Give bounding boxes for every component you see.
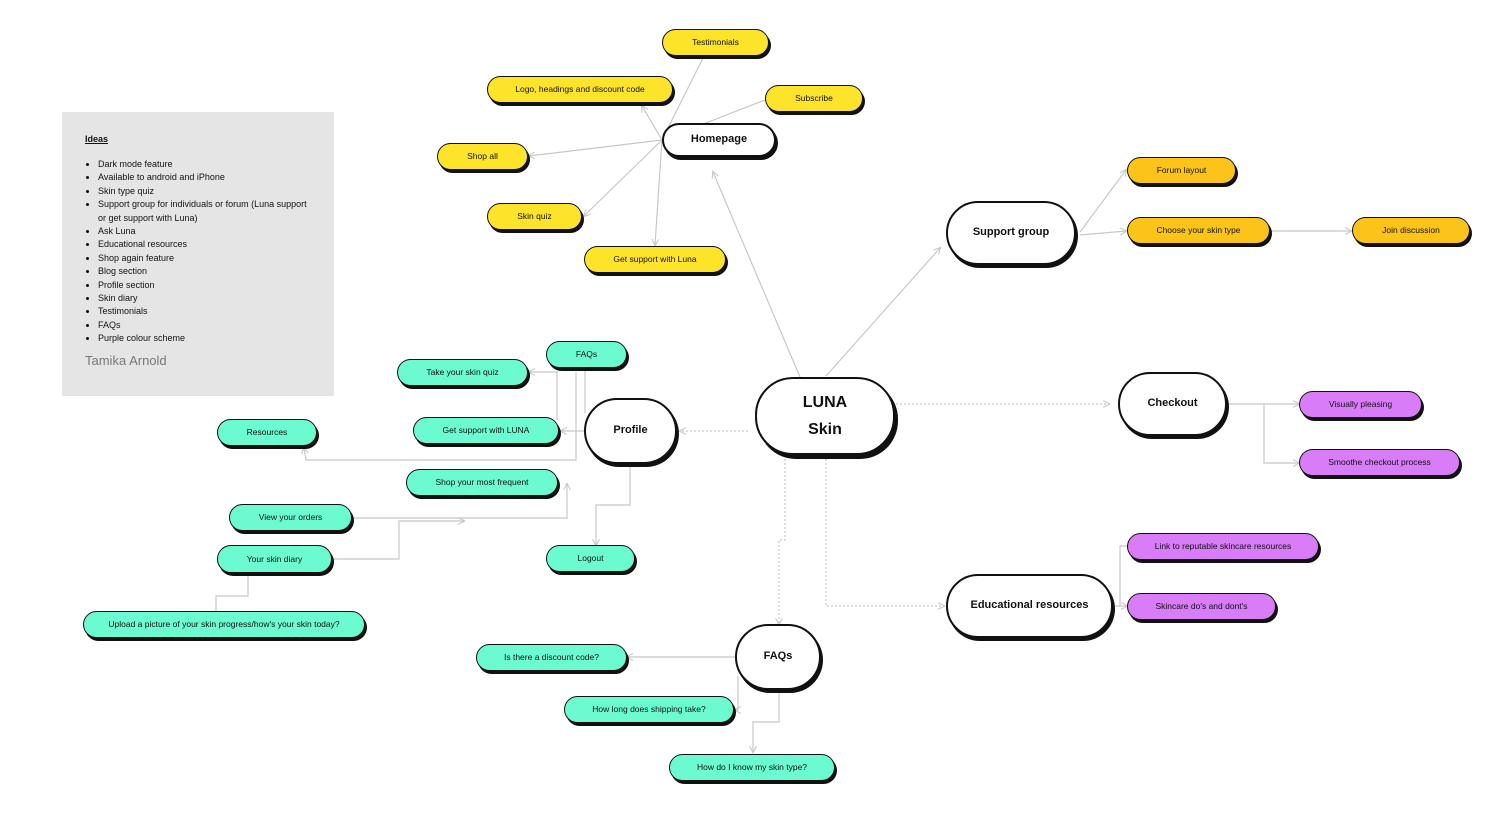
view-orders-node[interactable]: View your orders (229, 504, 352, 531)
homepage-node[interactable]: Homepage (662, 123, 776, 157)
get-support-LUNA-node[interactable]: Get support with LUNA (413, 417, 559, 444)
profile-faqs-node[interactable]: FAQs (546, 341, 627, 368)
edge-luna-educational (825, 455, 944, 606)
edge-luna-homepage (713, 172, 801, 378)
ideas-panel: Ideas Dark mode feature Available to and… (62, 112, 334, 396)
link-reputable-node[interactable]: Link to reputable skincare resources (1127, 533, 1319, 560)
visually-pleasing-node[interactable]: Visually pleasing (1299, 391, 1422, 418)
upload-picture-node[interactable]: Upload a picture of your skin progress/h… (83, 611, 365, 638)
edge-luna-faqs (779, 455, 786, 624)
ideas-item: Skin diary (98, 292, 314, 305)
faqs-node[interactable]: FAQs (735, 624, 821, 690)
shipping-node[interactable]: How long does shipping take? (564, 696, 734, 723)
ideas-item: Profile section (98, 279, 314, 292)
ideas-item: Available to android and iPhone (98, 171, 314, 184)
edge-edu-link (1119, 545, 1127, 606)
edge-profile-resources (304, 372, 577, 461)
ideas-item: Testimonials (98, 305, 314, 318)
ideas-item: Ask Luna (98, 225, 314, 238)
ideas-title: Ideas (85, 134, 109, 144)
luna-line2: Skin (808, 421, 842, 438)
choose-skin-type-node[interactable]: Choose your skin type (1127, 217, 1270, 244)
ideas-item: Support group for individuals or forum (… (98, 198, 314, 225)
edge-orders-shop (353, 484, 567, 519)
edge-support-choose (1079, 231, 1126, 236)
shop-most-frequent-node[interactable]: Shop your most frequent (406, 469, 558, 496)
take-skin-quiz-node[interactable]: Take your skin quiz (397, 359, 528, 386)
subscribe-node[interactable]: Subscribe (765, 85, 863, 112)
checkout-node[interactable]: Checkout (1118, 372, 1227, 436)
ideas-item: Dark mode feature (98, 158, 314, 171)
ideas-item: Skin type quiz (98, 185, 314, 198)
edge-home-shopall (529, 139, 663, 156)
skin-diary-node[interactable]: Your skin diary (217, 545, 332, 573)
edge-home-skinquiz (584, 139, 663, 216)
luna-skin-node[interactable]: LUNA Skin (755, 377, 895, 455)
logo-headings-node[interactable]: Logo, headings and discount code (487, 76, 673, 103)
edge-profile-faqs (584, 368, 588, 413)
ideas-item: Educational resources (98, 238, 314, 251)
edge-faqs-know (753, 691, 780, 752)
support-group-node[interactable]: Support group (946, 201, 1076, 265)
ideas-list: Dark mode feature Available to android a… (85, 158, 314, 346)
ideas-item: Purple colour scheme (98, 332, 314, 345)
ideas-author: Tamika Arnold (85, 352, 167, 368)
edge-home-logo (642, 106, 663, 141)
edge-luna-support-group (825, 248, 940, 377)
edge-home-getsupport (655, 139, 663, 245)
edge-profile-takequiz (529, 372, 558, 420)
resources-node[interactable]: Resources (217, 419, 317, 446)
forum-layout-node[interactable]: Forum layout (1127, 157, 1236, 184)
edge-support-forum (1079, 170, 1126, 233)
edge-checkout-smoothe (1263, 404, 1299, 463)
ideas-item: Shop again feature (98, 252, 314, 265)
shop-all-node[interactable]: Shop all (437, 143, 528, 170)
discount-code-node[interactable]: Is there a discount code? (476, 644, 627, 671)
get-support-luna-node[interactable]: Get support with Luna (584, 246, 726, 273)
logout-node[interactable]: Logout (546, 545, 635, 572)
know-skin-type-node[interactable]: How do I know my skin type? (669, 754, 835, 781)
join-discussion-node[interactable]: Join discussion (1352, 217, 1470, 244)
ideas-item: Blog section (98, 265, 314, 278)
skin-quiz-node[interactable]: Skin quiz (487, 203, 582, 230)
luna-line1: LUNA (802, 393, 848, 411)
testimonials-node[interactable]: Testimonials (662, 29, 769, 56)
profile-node[interactable]: Profile (584, 398, 677, 464)
smoothe-checkout-node[interactable]: Smoothe checkout process (1299, 449, 1460, 476)
ideas-item: FAQs (98, 319, 314, 332)
edge-profile-logout (596, 466, 631, 545)
educational-resources-node[interactable]: Educational resources (946, 574, 1113, 638)
edge-diary-upload (215, 575, 249, 611)
skincare-dos-node[interactable]: Skincare do's and dont's (1127, 593, 1276, 620)
edge-diary-shop (333, 521, 464, 560)
edge-faqs-shipping (735, 676, 738, 710)
